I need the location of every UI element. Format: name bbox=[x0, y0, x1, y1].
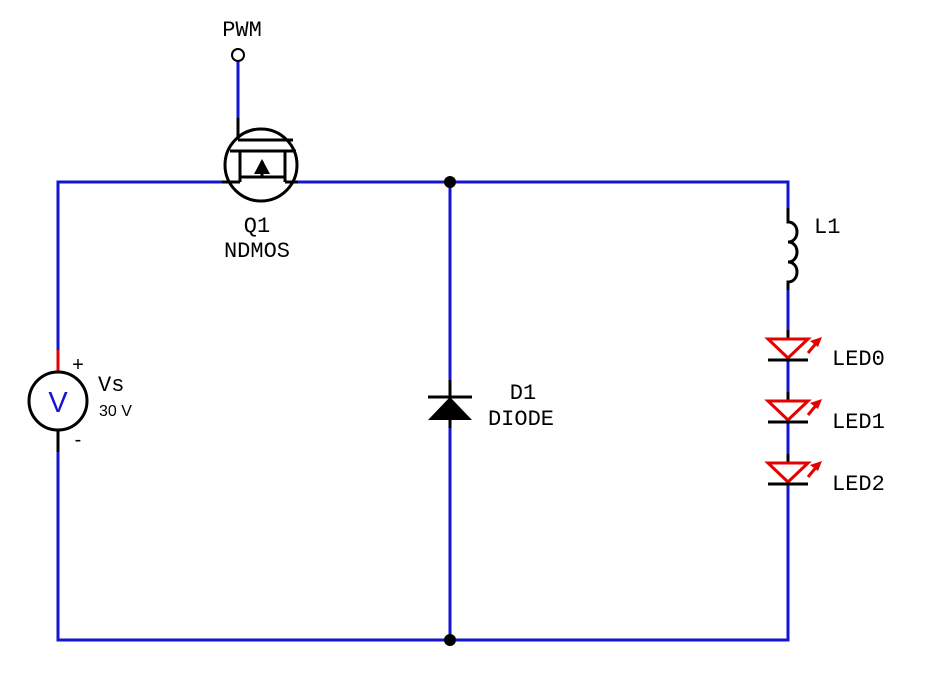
vs-symbol: V bbox=[48, 387, 68, 419]
led0-label: LED0 bbox=[832, 347, 885, 372]
led2-label: LED2 bbox=[832, 472, 885, 497]
pwm-terminal[interactable]: PWM bbox=[222, 18, 262, 62]
inductor-l1[interactable]: L1 bbox=[786, 208, 840, 290]
diode-icon bbox=[428, 380, 472, 428]
led1-label: LED1 bbox=[832, 410, 885, 435]
vs-value-label: 30 V bbox=[99, 403, 132, 420]
l1-ref-label: L1 bbox=[814, 215, 840, 240]
q1-type-label: NDMOS bbox=[224, 239, 290, 264]
junction-dot-top bbox=[444, 176, 456, 188]
voltage-source-vs[interactable]: V + - Vs 30 V bbox=[27, 350, 132, 452]
inductor-icon bbox=[786, 208, 799, 290]
d1-type-label: DIODE bbox=[488, 407, 554, 432]
d1-ref-label: D1 bbox=[510, 381, 536, 406]
led-icon bbox=[764, 330, 822, 362]
voltage-source-icon bbox=[27, 350, 89, 452]
led-2[interactable]: LED2 bbox=[764, 454, 885, 497]
wires bbox=[56, 60, 790, 646]
nmos-transistor-icon bbox=[222, 118, 299, 203]
led-1[interactable]: LED1 bbox=[764, 392, 885, 435]
vs-plus-sign: + bbox=[72, 354, 84, 376]
pwm-label: PWM bbox=[222, 18, 262, 43]
q1-ref-label: Q1 bbox=[244, 214, 270, 239]
pwm-terminal-icon bbox=[231, 48, 245, 62]
diode-d1[interactable]: D1 DIODE bbox=[428, 380, 554, 432]
junction-dot-bottom bbox=[444, 634, 456, 646]
mosfet-q1[interactable]: Q1 NDMOS bbox=[222, 118, 299, 264]
led-0[interactable]: LED0 bbox=[764, 330, 885, 372]
vs-ref-label: Vs bbox=[98, 373, 124, 398]
led-icon bbox=[764, 392, 822, 424]
led-icon bbox=[764, 454, 822, 486]
vs-minus-sign: - bbox=[75, 429, 82, 451]
